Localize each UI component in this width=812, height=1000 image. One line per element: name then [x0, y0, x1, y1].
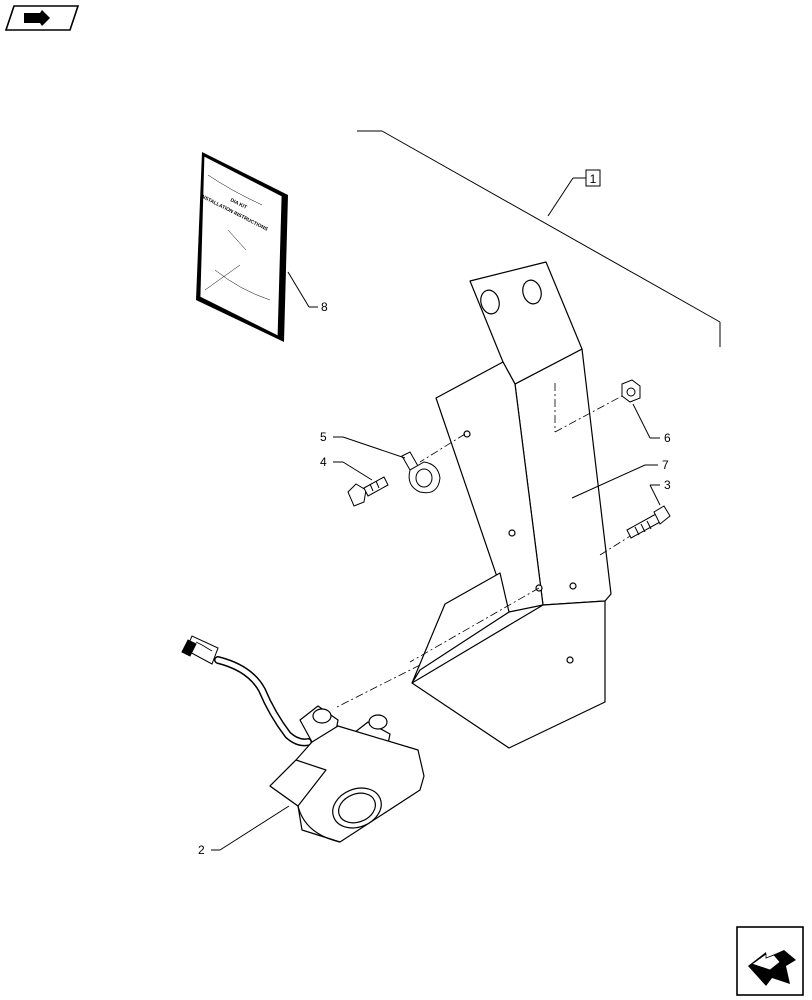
bolt-large [626, 505, 671, 539]
callout-3-label: 3 [664, 478, 671, 492]
callout-1-label: 1 [590, 172, 597, 186]
callout-5-label: 5 [320, 430, 327, 444]
camera-harness [181, 635, 312, 747]
kit-bracket-line [357, 130, 721, 347]
callout-2-leader [211, 805, 290, 851]
callout-3-leader [649, 484, 661, 506]
callout-1-box: 1 [585, 169, 601, 187]
previous-page-arrow-icon[interactable] [4, 5, 80, 31]
callout-8-leader [287, 271, 318, 308]
bolt-small [347, 476, 389, 507]
callout-8-label: 8 [321, 300, 328, 314]
cable-clip [401, 451, 441, 494]
callout-4-label: 4 [320, 455, 327, 469]
callout-4-leader [333, 461, 373, 481]
mounting-bracket [411, 261, 612, 749]
rear-camera [269, 705, 425, 843]
callout-7-leader [571, 464, 658, 499]
callout-7-label: 7 [662, 458, 669, 472]
installation-manual: DIA KIT INSTALLATION INSTRUCTIONS [196, 152, 288, 342]
callout-5-leader [333, 436, 406, 459]
callout-6-label: 6 [664, 431, 671, 445]
hex-nut [621, 379, 641, 403]
callout-2-label: 2 [198, 843, 205, 857]
callout-6-leader [632, 403, 660, 439]
assembly-axis-lines [334, 383, 636, 709]
next-page-arrow-icon[interactable] [736, 926, 804, 996]
